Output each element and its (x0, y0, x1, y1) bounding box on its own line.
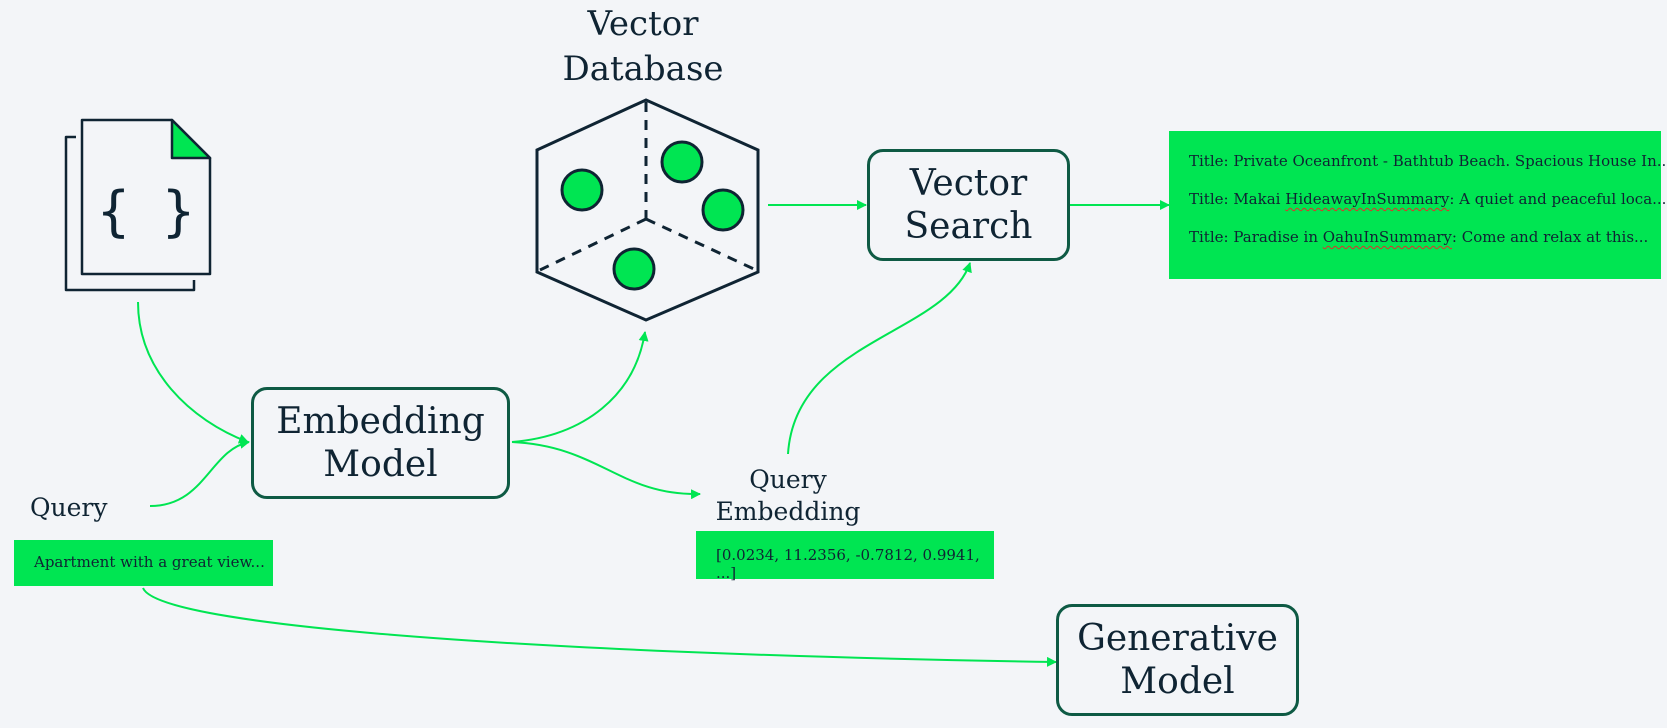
arrow-embedding-to-query-embedding (511, 441, 701, 500)
vector-database-label: Vector Database (562, 4, 724, 89)
spellcheck-flagged-word: HideawayInSummary (1285, 190, 1450, 208)
search-result-item[interactable]: Title: Paradise in OahuInSummary: Come a… (1189, 228, 1648, 246)
vector-point (701, 188, 745, 232)
json-document-stack-icon: { } (64, 118, 212, 292)
vector-point (560, 168, 604, 212)
search-result-prefix: Title: Makai (1189, 190, 1286, 208)
generative-model-node[interactable]: Generative Model (1056, 604, 1299, 716)
arrow-documents-to-embedding (137, 301, 249, 444)
query-input-box[interactable]: Apartment with a great view... (14, 540, 273, 586)
spellcheck-flagged-word: OahuInSummary (1322, 228, 1452, 246)
arrow-query-to-embedding (149, 438, 250, 507)
query-embedding-label: Query Embedding (715, 465, 861, 526)
generative-model-label: Generative Model (1077, 618, 1278, 702)
embedding-model-node[interactable]: Embedding Model (251, 387, 510, 499)
search-results-panel: Title: Private Oceanfront - Bathtub Beac… (1169, 131, 1667, 279)
search-result-suffix: : Come and relax at this... (1451, 228, 1649, 246)
query-label: Query (30, 493, 108, 522)
vector-point (660, 140, 704, 184)
arrow-embedding-to-database (511, 331, 649, 443)
query-input-text: Apartment with a great view... (34, 553, 265, 571)
vector-search-label: Vector Search (904, 163, 1033, 247)
vector-search-node[interactable]: Vector Search (867, 149, 1070, 261)
arrow-query-embedding-to-vector-search (787, 262, 972, 455)
search-result-item[interactable]: Title: Private Oceanfront - Bathtub Beac… (1189, 152, 1667, 170)
search-result-item[interactable]: Title: Makai HideawayInSummary: A quiet … (1189, 190, 1666, 208)
vector-point (612, 247, 656, 291)
embedding-model-label: Embedding Model (276, 401, 485, 485)
search-result-suffix: : A quiet and peaceful loca... (1449, 190, 1667, 208)
arrow-query-to-generative-model (142, 587, 1057, 667)
query-embedding-vector-text: [0.0234, 11.2356, -0.7812, 0.9941, ...] (716, 546, 980, 582)
svg-text:{ }: { } (97, 180, 195, 243)
search-result-text: Title: Private Oceanfront - Bathtub Beac… (1189, 152, 1667, 170)
vector-database-hexagon-icon (535, 98, 760, 322)
query-embedding-vector-box: [0.0234, 11.2356, -0.7812, 0.9941, ...] (696, 531, 994, 582)
search-result-prefix: Title: Paradise in (1189, 228, 1323, 246)
